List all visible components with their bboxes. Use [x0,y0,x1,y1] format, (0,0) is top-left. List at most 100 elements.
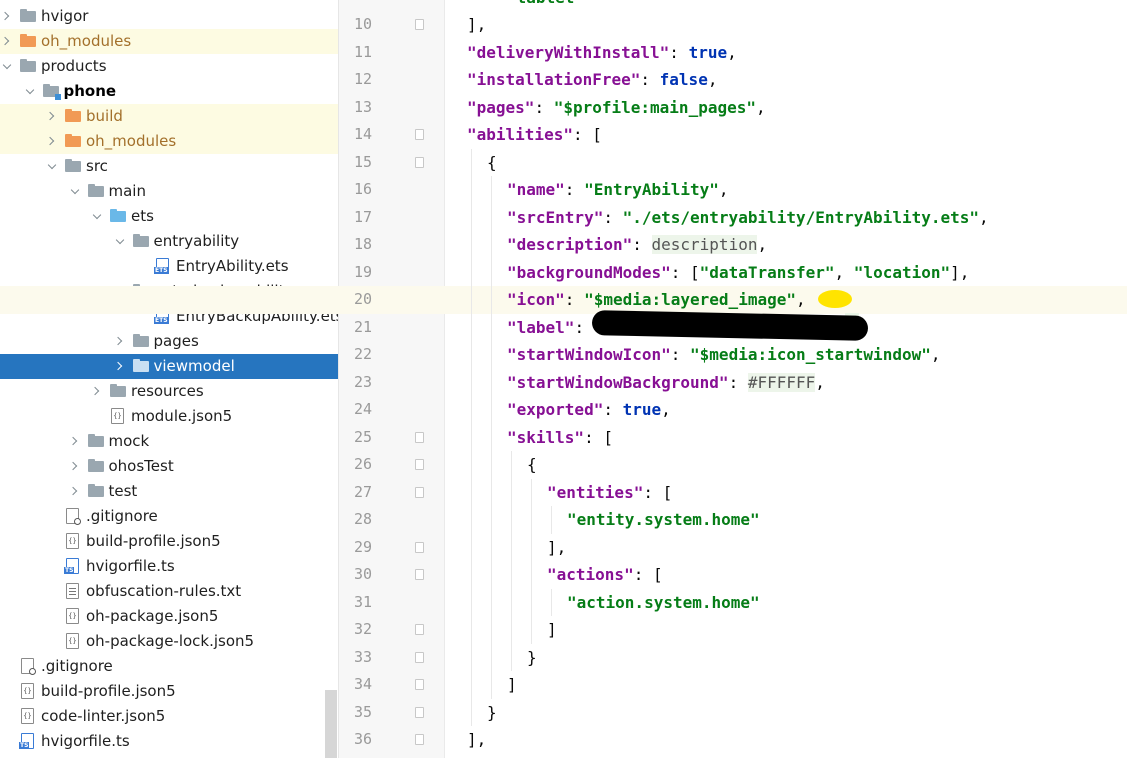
code-line[interactable]: 17"srcEntry": "./ets/entryability/EntryA… [0,203,1127,231]
code-line[interactable]: 24"exported": true, [0,396,1127,424]
code-text[interactable]: "entities": [ [547,482,673,502]
code-line[interactable]: 12"installationFree": false, [0,66,1127,94]
tree-item-label: .gitignore [41,657,113,675]
fold-marker-icon[interactable] [415,431,424,443]
code-line[interactable]: 26{ [0,451,1127,479]
tree-item[interactable]: phone [0,79,338,104]
fold-marker-icon[interactable] [415,19,424,30]
tree-item[interactable]: pages [0,329,338,354]
code-line[interactable]: 34] [0,671,1127,699]
tree-item[interactable]: {}oh-package-lock.json5 [0,629,338,654]
code-line[interactable]: 31"action.system.home" [0,588,1127,616]
tree-item[interactable]: viewmodel [0,354,338,379]
code-line[interactable]: 35} [0,698,1127,726]
fold-marker-icon[interactable] [415,679,424,690]
tree-item[interactable]: oh_modules [0,129,338,154]
code-line[interactable]: 15{ [0,148,1127,176]
tree-scrollbar[interactable] [325,690,337,758]
code-text[interactable]: } [487,702,497,722]
code-text[interactable]: ], [467,15,487,34]
code-text[interactable]: { [487,152,497,172]
tree-item[interactable]: {}module.json5 [0,404,338,429]
tree-item[interactable]: oh_modules [0,29,338,54]
code-text[interactable]: ], [547,537,567,557]
tree-item[interactable]: entryability [0,229,338,254]
code-text[interactable]: "backgroundModes": ["dataTransfer", "loc… [507,262,970,282]
code-line[interactable]: 29], [0,533,1127,561]
fold-marker-icon[interactable] [415,156,424,168]
code-line[interactable]: 10], [0,11,1127,39]
tree-item[interactable]: test [0,479,338,504]
code-line[interactable]: 11"deliveryWithInstall": true, [0,39,1127,67]
tree-item[interactable]: ets [0,204,338,229]
tree-item[interactable]: .gitignore [0,654,338,679]
tree-item[interactable]: mock [0,429,338,454]
fold-marker-icon[interactable] [415,486,424,498]
code-text[interactable]: "abilities": [ [467,125,602,144]
code-line[interactable]: 28"entity.system.home" [0,506,1127,534]
code-text[interactable]: "exported": true, [507,400,671,419]
fold-marker-icon[interactable] [415,569,424,580]
code-text[interactable]: "name": "EntryAbility", [507,180,729,199]
code-line[interactable]: 25"skills": [ [0,423,1127,451]
tree-item[interactable]: build [0,104,338,129]
tree-item[interactable]: obfuscation-rules.txt [0,579,338,604]
code-line[interactable]: 36], [0,726,1127,754]
code-text[interactable]: "startWindowBackground": #FFFFFF, [507,372,825,392]
code-text[interactable]: "entity.system.home" [567,510,760,529]
code-line[interactable]: 18"description": description, [0,231,1127,259]
code-line[interactable]: 30"actions": [ [0,561,1127,589]
tree-item[interactable]: hvigor [0,4,338,29]
code-text[interactable]: ], [467,730,487,749]
code-line[interactable]: 14"abilities": [ [0,121,1127,149]
code-line[interactable]: 32] [0,616,1127,644]
code-text[interactable]: "srcEntry": "./ets/entryability/EntryAbi… [507,207,989,227]
code-line[interactable]: 16"name": "EntryAbility", [0,176,1127,204]
code-text[interactable]: ] [547,620,557,639]
tree-item[interactable]: .gitignore [0,504,338,529]
code-text[interactable]: } [527,647,537,667]
code-text[interactable]: "actions": [ [547,565,663,584]
code-line[interactable]: 20"icon": "$media:layered_image", [0,286,1127,314]
code-line[interactable]: 27"entities": [ [0,478,1127,506]
code-line[interactable]: 23"startWindowBackground": #FFFFFF, [0,368,1127,396]
tree-item[interactable]: products [0,54,338,79]
code-line[interactable]: 21"label": [0,313,1127,341]
fold-marker-icon[interactable] [415,541,424,553]
fold-marker-icon[interactable] [415,459,424,470]
code-text[interactable]: "action.system.home" [567,592,760,612]
code-text[interactable]: "startWindowIcon": "$media:icon_startwin… [507,345,941,364]
tree-item[interactable]: ohosTest [0,454,338,479]
tree-item[interactable]: {}oh-package.json5 [0,604,338,629]
code-text[interactable]: "icon": "$media:layered_image", [507,290,806,309]
code-text[interactable]: "installationFree": false, [467,70,718,89]
code-text[interactable]: "description": description, [507,235,768,254]
code-text[interactable]: { [527,455,537,474]
fold-marker-icon[interactable] [415,624,424,635]
fold-marker-icon[interactable] [415,734,424,745]
tree-item[interactable]: {}code-linter.json5 [0,704,338,729]
tree-item[interactable]: resources [0,379,338,404]
code-line[interactable]: 13"pages": "$profile:main_pages", [0,94,1127,122]
code-text[interactable]: "label": [507,317,585,337]
code-line[interactable]: 33} [0,643,1127,671]
fold-marker-icon[interactable] [415,129,424,140]
fold-marker-icon[interactable] [415,706,424,718]
code-line[interactable]: 22"startWindowIcon": "$media:icon_startw… [0,341,1127,369]
tree-item[interactable]: src [0,154,338,179]
code-line[interactable]: 19"backgroundModes": ["dataTransfer", "l… [0,258,1127,286]
fold-marker-icon[interactable] [415,651,424,663]
tree-item[interactable]: main [0,179,338,204]
code-text[interactable]: ] [507,675,517,694]
code-text[interactable]: "deliveryWithInstall": true, [467,42,737,62]
tree-item[interactable]: {}build-profile.json5 [0,679,338,704]
code-text[interactable]: "pages": "$profile:main_pages", [467,97,766,117]
panel-divider[interactable] [338,0,339,758]
tree-item[interactable]: {}build-profile.json5 [0,529,338,554]
indent-guide [511,616,512,644]
code-text[interactable]: "skills": [ [507,427,613,447]
